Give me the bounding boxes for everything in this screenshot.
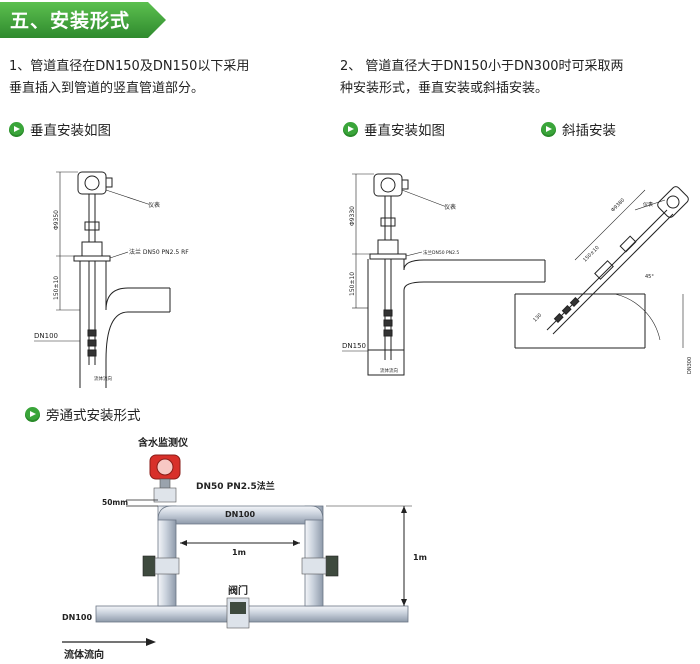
figure-vertical-dn100: 仪表 法兰 DN50 PN2.5 RF Φ9350 150±10 DN100 流… [34,171,189,388]
dim-c: 130 [532,312,543,323]
label-pipe: DN100 [34,332,58,340]
dim-b: 150±10 [582,245,600,263]
arrow-bullet-icon [9,121,24,137]
label-1m-vertical: 1m [413,553,427,562]
subhead-bypass: 旁通式安装形式 [25,404,141,424]
label-flange: DN50 PN2.5法兰 [196,480,275,492]
meter-head-icon [657,186,689,218]
item-2-line-2: 种安装形式，垂直安装或斜插安装。 [340,81,549,96]
subhead-label: 斜插安装 [562,123,616,139]
label-flange: 法兰DN50 PN2.5 [423,249,459,256]
label-1m-horizontal: 1m [232,548,246,557]
riser-valve-left-icon [142,555,180,577]
label-pipe-top: DN100 [225,510,255,519]
bypass-left-riser [157,505,177,607]
label-pipe: DN150 [342,342,366,350]
item-1-text: 1、管道直径在DN150及DN150以下采用 垂直插入到管道的竖直管道部分。 [9,56,309,100]
figure-slanted-dn300: 仪表 Φ9380 150±10 130 45° DN300 [514,186,693,374]
label-meter: 含水监测仪 [138,436,189,449]
bypass-top-pipe [157,505,324,525]
sensor-probe-icon [553,297,580,323]
dim-top: Φ9330 [349,206,356,226]
label-50mm: 50mm [102,498,128,507]
label-pipe: DN300 [687,357,693,374]
riser-valve-right-icon [301,555,339,577]
label-meter: 仪表 [444,203,456,211]
label-angle: 45° [645,274,654,280]
subhead-vertical-right: 垂直安装如图 [343,119,445,139]
dim-top: Φ9350 [53,210,60,230]
subhead-label: 垂直安装如图 [364,123,445,139]
main-pipe [95,605,409,623]
subhead-label: 垂直安装如图 [30,123,111,139]
section-title: 五、安装形式 [10,10,131,32]
label-flange: 法兰 DN50 PN2.5 RF [129,248,189,256]
subhead-slanted: 斜插安装 [541,119,616,139]
item-1-line-2: 垂直插入到管道的竖直管道部分。 [9,81,205,96]
label-valve: 阀门 [228,584,248,597]
arrow-bullet-icon [343,121,358,137]
arrow-bullet-icon [25,406,40,422]
label-flow: 流体流向 [380,367,398,374]
subhead-label: 旁通式安装形式 [46,408,141,424]
water-monitor-meter-icon [149,454,181,503]
bypass-right-riser [304,505,324,607]
label-meter: 仪表 [148,201,160,209]
label-flow: 流体流向 [94,375,112,382]
figure-bypass: 含水监测仪 DN50 PN2.5法兰 50mm DN100 1m 1m 阀门 D… [62,436,427,661]
dim-mid: 150±10 [53,276,60,300]
figure-vertical-dn150: 仪表 法兰DN50 PN2.5 Φ9330 150±10 DN150 流体流向 [342,173,546,376]
item-1-line-1: 1、管道直径在DN150及DN150以下采用 [9,59,250,74]
item-2-line-1: 2、 管道直径大于DN150小于DN300时可采取两 [340,59,624,74]
main-valve-icon [226,597,250,629]
meter-head-icon [77,171,113,195]
sensor-probe-icon [87,329,97,357]
sensor-probe-icon [383,309,393,337]
meter-head-icon [373,173,409,197]
label-meter: 仪表 [643,201,653,208]
section-banner: 五、安装形式 [0,0,168,38]
banner-shape [0,2,166,38]
subhead-vertical-left: 垂直安装如图 [9,119,111,139]
dim-mid: 150±10 [349,272,356,296]
arrow-bullet-icon [541,121,556,137]
label-pipe-main: DN100 [62,613,92,622]
label-flow: 流体流向 [64,648,104,661]
item-2-text: 2、 管道直径大于DN150小于DN300时可采取两 种安装形式，垂直安装或斜插… [340,56,680,100]
